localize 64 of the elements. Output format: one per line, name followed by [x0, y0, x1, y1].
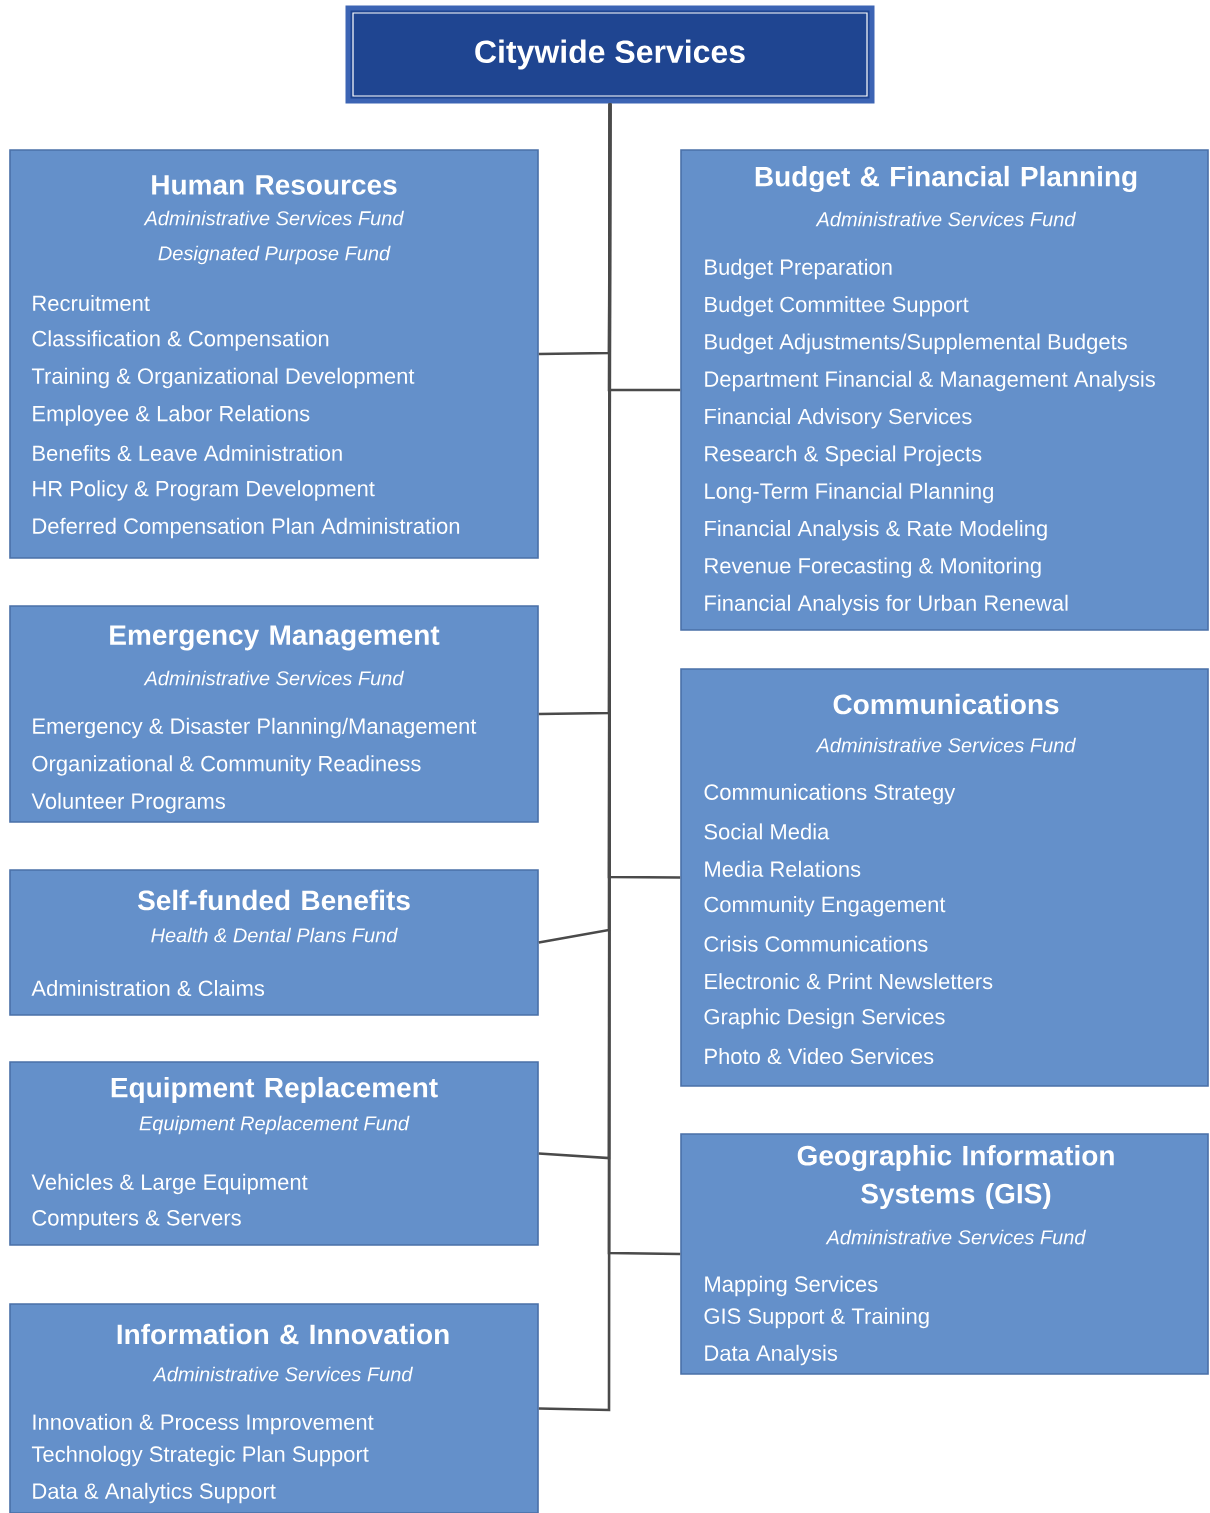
department-box — [9, 869, 539, 1016]
service-item: Data Analysis — [705, 1344, 838, 1366]
title-box: Citywide Services — [345, 5, 875, 104]
service-item: Electronic & Print Newsletters — [705, 973, 993, 990]
service-item: Budget Preparation — [705, 258, 892, 280]
service-item: Crisis Communications — [704, 935, 928, 952]
heading-text: Budget & Financial Planning — [755, 165, 1137, 193]
heading-text: Geographic Information Systems (GIS) — [797, 1144, 1114, 1210]
service-item: Revenue Forecasting & Monitoring — [705, 557, 1041, 578]
service-item: HR Policy & Program Development — [33, 480, 375, 501]
service-item: Classification & Compensation — [32, 330, 329, 351]
service-item: Budget Adjustments/Supplemental Budgets — [705, 333, 1127, 354]
heading-text: Human Resources — [152, 175, 397, 195]
fund-label: Administrative Services Fund — [815, 737, 1076, 753]
service-item: Volunteer Programs — [31, 792, 225, 814]
fund-label: Designated Purpose Fund — [158, 245, 391, 265]
fund-label: Equipment Replacement Fund — [139, 1115, 410, 1135]
service-item: Financial Analysis for Urban Renewal — [705, 594, 1068, 616]
service-item: Financial Analysis & Rate Modeling — [705, 520, 1047, 541]
heading-text: Information & Innovation — [117, 1323, 449, 1345]
service-item: Recruitment — [33, 294, 150, 312]
service-item: Research & Special Projects — [705, 445, 982, 466]
heading-text: Equipment Replacement — [111, 1076, 438, 1104]
service-item: Long-Term Financial Planning — [705, 482, 993, 504]
fund-label: Health & Dental Plans Fund — [151, 927, 398, 943]
service-item: Department Financial & Management Analysis — [705, 370, 1155, 392]
service-item: Financial Advisory Services — [705, 408, 972, 429]
service-item: Deferred Compensation Plan Administration — [33, 517, 460, 539]
service-item: Organizational & Community Readiness — [32, 755, 421, 776]
department-box — [9, 149, 539, 559]
department-box — [9, 1303, 539, 1513]
service-item: Technology Strategic Plan Support — [31, 1445, 369, 1467]
heading-text: Emergency Management — [110, 625, 440, 651]
service-item: GIS Support & Training — [704, 1307, 929, 1329]
service-item: Computers & Servers — [32, 1210, 241, 1230]
service-item: Training & Organizational Development — [31, 367, 415, 389]
department-box — [680, 149, 1209, 631]
service-item: Graphic Design Services — [704, 1008, 945, 1029]
service-item: Media Relations — [705, 860, 861, 877]
department-box — [9, 605, 539, 823]
heading-text: Self-funded Benefits — [137, 889, 410, 911]
fund-label: Administrative Services Fund — [825, 1229, 1086, 1245]
service-item: Photo & Video Services — [705, 1047, 934, 1065]
service-item: Social Media — [704, 823, 830, 840]
service-item: Administration & Claims — [31, 979, 265, 997]
heading-text: Communications — [833, 693, 1059, 715]
service-item: Community Engagement — [704, 896, 946, 917]
service-item: Employee & Labor Relations — [33, 405, 310, 426]
service-item: Budget Committee Support — [705, 296, 969, 317]
service-item: Communications Strategy — [704, 783, 956, 805]
department-box — [680, 668, 1209, 1087]
fund-label: Administrative Services Fund — [143, 210, 404, 226]
fund-label: Administrative Services Fund — [152, 1366, 413, 1382]
department-box — [680, 1133, 1209, 1375]
connector-line — [607, 103, 681, 1256]
service-item: Benefits & Leave Administration — [33, 444, 342, 462]
service-item: Emergency & Disaster Planning/Management — [33, 717, 477, 739]
fund-label: Administrative Services Fund — [815, 211, 1076, 227]
fund-label: Administrative Services Fund — [143, 670, 404, 686]
department-box — [9, 1061, 539, 1246]
service-item: Vehicles & Large Equipment — [31, 1173, 308, 1195]
service-item: Innovation & Process Improvement — [33, 1413, 374, 1435]
service-item: Mapping Services — [705, 1275, 878, 1297]
service-item: Data & Analytics Support — [33, 1482, 276, 1504]
